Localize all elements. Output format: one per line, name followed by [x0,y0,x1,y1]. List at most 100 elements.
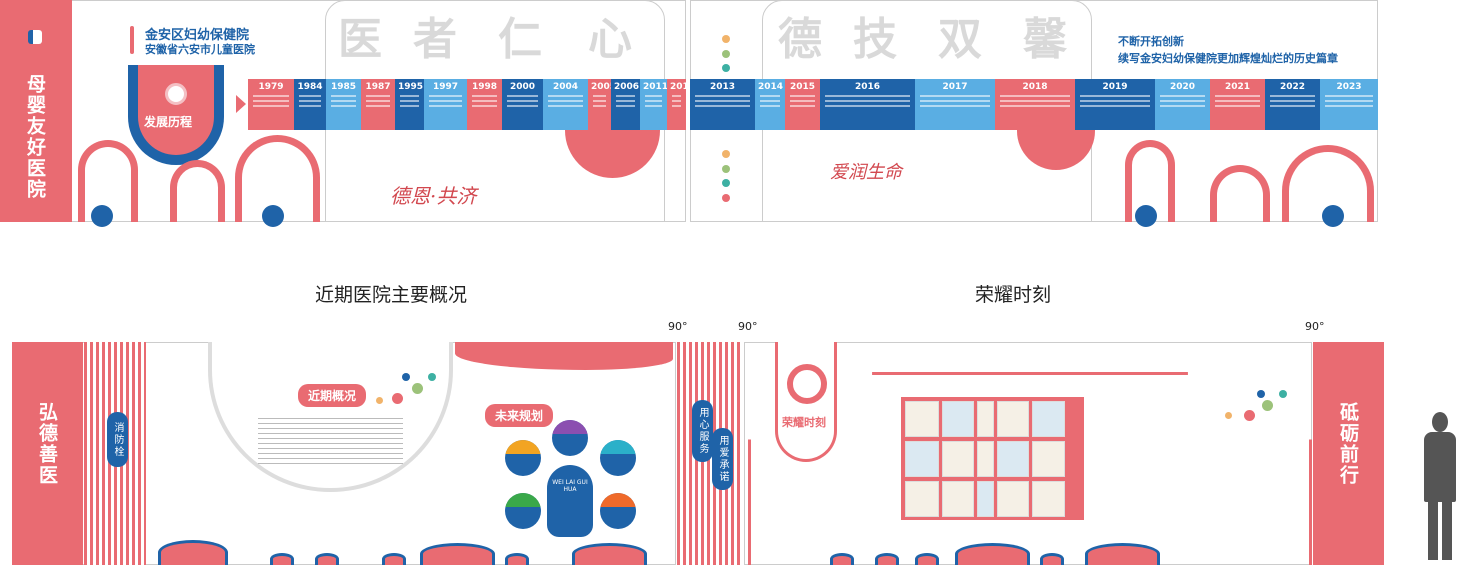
dot-decor [1225,412,1232,419]
future-label: 未来规划 [485,404,554,427]
bump-decor [1085,543,1160,565]
certificate [977,401,994,437]
bump-decor [572,543,647,565]
person-silhouette-icon [1420,412,1460,562]
timeline-text-line [1215,100,1260,102]
timeline-text-line [1325,100,1373,102]
dot-decor [402,373,410,381]
honor-badge-label: 荣耀时刻 [782,416,826,429]
dot-decor [722,194,730,202]
timeline-item: 1979 [248,79,294,130]
timeline-text-line [548,100,583,102]
timeline-text-line [790,95,815,97]
section-title-right: 荣耀时刻 [975,284,1052,306]
timeline-text-line [645,95,662,97]
dot-decor [412,383,423,394]
timeline-item: 1995 [395,79,424,130]
timeline-year: 2015 [789,82,816,92]
certificate [1032,441,1065,477]
big-char: 双 [938,14,982,65]
timeline-text-line [920,95,990,97]
timeline-text-line [366,105,390,107]
timeline-text-line [253,100,289,102]
bump-decor [420,543,495,565]
timeline-item: 2013 [690,79,755,130]
cross-logo-icon [28,30,42,44]
timeline-item: 2016 [820,79,915,130]
circle-decor [262,205,284,227]
timeline-text-line [472,100,497,102]
certificate [905,441,939,477]
dot-decor [722,50,730,58]
hospital-logo-icon [165,83,187,105]
big-char: 馨 [1023,14,1067,65]
timeline-item: 2006 [611,79,640,130]
dot-decor [376,397,383,404]
timeline-text-line [1000,100,1070,102]
calligraphy-text: 爱润生命 [830,162,902,183]
timeline-year: 1979 [258,82,284,92]
timeline-year: 2023 [1336,82,1362,92]
timeline-text-line [429,95,462,97]
big-char: 技 [853,14,897,65]
calligraphy-text: 德恩·共济 [390,184,477,208]
timeline-year: 2017 [942,82,968,92]
timeline-item: 2012 [667,79,686,130]
timeline-item: 2000 [502,79,543,130]
side-banner-left: 母婴友好医院 [0,0,72,222]
timeline-text-line [760,95,780,97]
certificate [977,441,994,477]
title-bar-accent [130,26,134,54]
certificate [905,481,939,517]
timeline-text-line [920,105,990,107]
arch-decor [1125,140,1175,222]
timeline-text-line [429,105,462,107]
timeline-text-line [1000,105,1070,107]
dot-decor [722,179,730,187]
dot-decor [1262,400,1273,411]
certificate [942,401,974,437]
bump-decor [955,543,1030,565]
fire-hydrant-label: 消防栓 [107,412,128,467]
dot-decor [722,35,730,43]
timeline-text-line [1080,105,1150,107]
timeline-year: 2021 [1224,82,1251,92]
timeline-text-line [400,105,419,107]
dot-decor [722,165,730,173]
timeline-text-line [429,100,462,102]
timeline-year: 1985 [330,82,357,92]
timeline-text-line [507,105,538,107]
timeline-text-line [616,100,635,102]
timeline-text-line [331,105,356,107]
timeline-text-line [400,95,419,97]
timeline-text-line [299,100,321,102]
timeline-item: 2005 [588,79,611,130]
timeline-text-line [672,100,681,102]
hospital-logo-icon [787,364,827,404]
certificate [997,401,1029,437]
timeline-year: 2020 [1169,82,1196,92]
timeline-year: 2005 [591,82,611,92]
bump-decor [1040,553,1064,565]
timeline-year: 1984 [297,82,323,92]
timeline-year: 2018 [1022,82,1048,92]
side-banner-text: 母婴友好医院 [24,74,46,200]
big-char: 心 [588,14,632,65]
timeline-text-line [548,105,583,107]
timeline-text-line [1000,95,1070,97]
timeline-text-line [1270,105,1315,107]
timeline-item: 2004 [543,79,588,130]
timeline-text-line [593,105,606,107]
timeline-text-line [253,105,289,107]
timeline-year: 2000 [509,82,536,92]
timeline-text-line [1080,95,1150,97]
timeline-year: 1995 [398,82,424,92]
timeline-text-line [760,100,780,102]
dot-decor [1279,390,1287,398]
timeline-year: 2016 [854,82,881,92]
timeline-text-line [825,100,910,102]
bump-decor [315,553,339,565]
timeline-text-line [760,105,780,107]
overview-label: 近期概况 [298,384,367,407]
timeline-text-line [253,95,289,97]
